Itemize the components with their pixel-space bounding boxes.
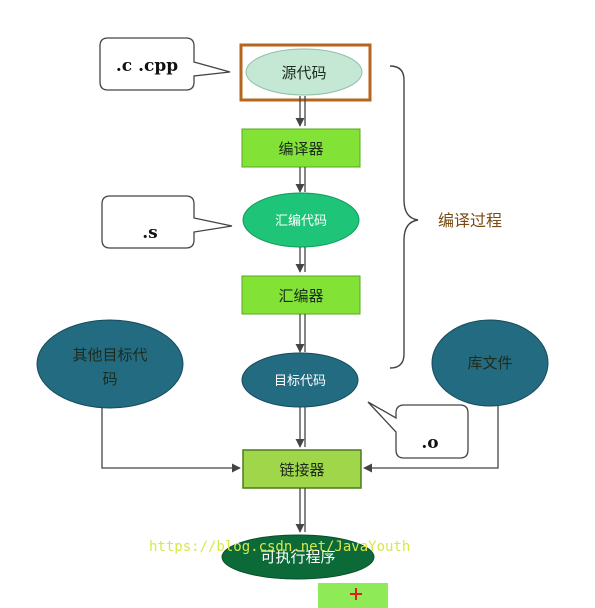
callout-assembly-ext: .s (101, 195, 233, 249)
compile-process-label: 编译过程 (438, 211, 502, 230)
assembly-ext-text: .s (142, 223, 158, 243)
source-code-oval (245, 48, 363, 96)
red-cross-icon (350, 588, 362, 600)
watermark-text: https://blog.csdn.net/JavaYouth (149, 539, 410, 555)
callout-source-ext: .c .cpp (99, 37, 231, 91)
library-file-oval (431, 319, 549, 407)
executable-label: 可执行程序 (260, 548, 335, 566)
callout-object-ext: .o (367, 401, 469, 459)
arrow-other-object-to-linker (101, 408, 241, 473)
linker-box (242, 449, 362, 489)
other-object-code-label-line1: 其他目标代 (72, 346, 147, 364)
object-code-label: 目标代码 (274, 374, 326, 389)
object-ext-text: .o (421, 433, 438, 453)
library-file-label: 库文件 (467, 354, 512, 372)
linker-label: 链接器 (279, 461, 324, 479)
other-object-code-oval (36, 319, 184, 409)
assembler-box (241, 275, 361, 315)
source-code-label: 源代码 (281, 64, 326, 82)
bottom-green-blob (318, 583, 388, 608)
other-object-code-label-line2: 码 (102, 370, 117, 388)
arrow-library-to-linker (363, 406, 499, 473)
compiler-box (241, 128, 361, 168)
compile-brace (389, 65, 419, 369)
executable-oval (221, 534, 375, 580)
assembly-code-label: 汇编代码 (275, 214, 327, 229)
source-ext-text: .c .cpp (116, 56, 178, 76)
assembly-code-oval (242, 192, 360, 248)
compiler-label: 编译器 (278, 140, 323, 158)
assembler-label: 汇编器 (278, 287, 323, 305)
